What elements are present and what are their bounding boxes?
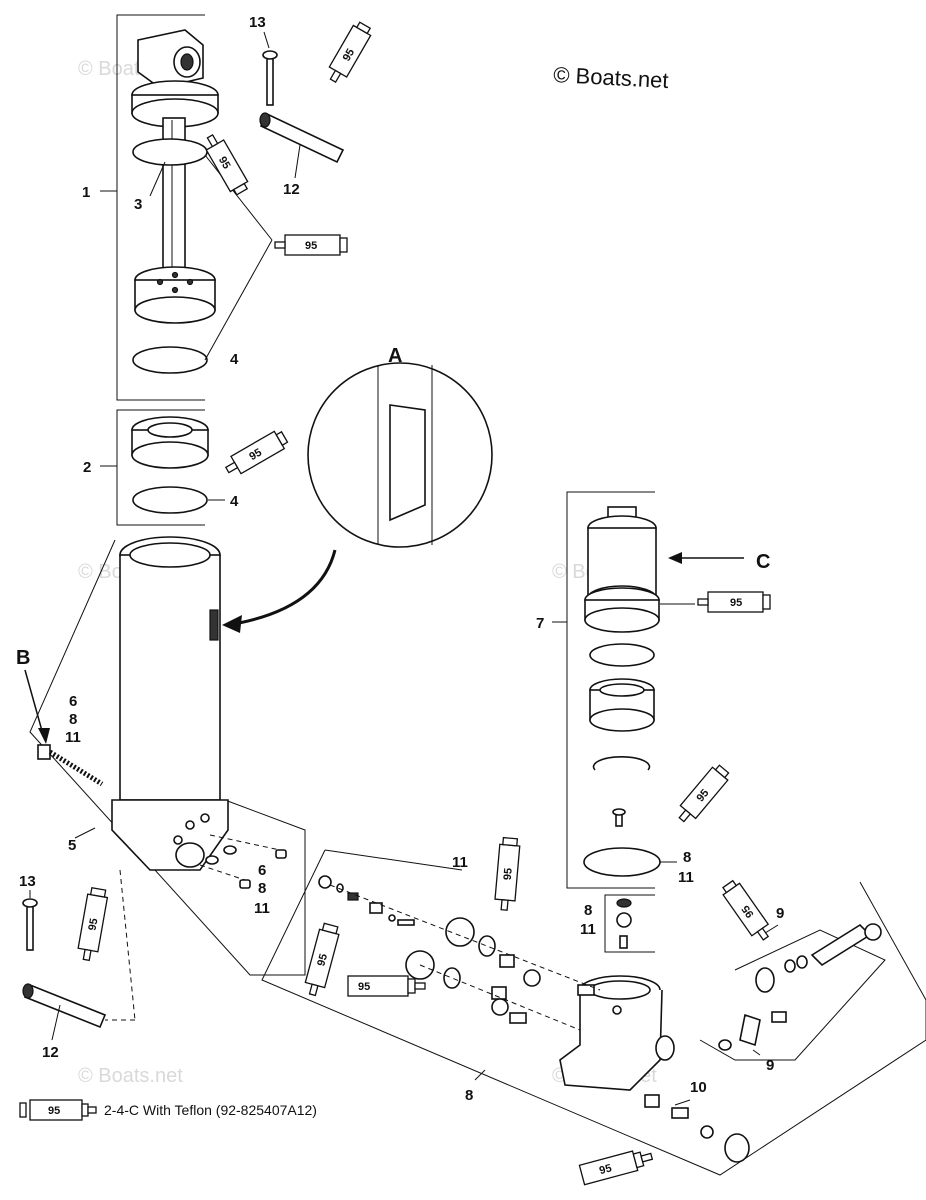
small-parts-6-8-11	[199, 834, 287, 889]
callout-6: 6	[258, 862, 266, 879]
svg-text:95: 95	[247, 447, 264, 464]
svg-text:95: 95	[48, 1105, 60, 1117]
group-8-bracket	[261, 849, 926, 1176]
callout-11: 11	[254, 900, 270, 917]
o-ring-3	[132, 138, 208, 166]
detail-c-arrow	[668, 552, 682, 564]
callout-2: 2	[83, 459, 91, 476]
bolt-b	[37, 744, 104, 787]
trim-rod-assembly	[131, 29, 219, 324]
sealant-tube-7: 95	[494, 836, 521, 911]
sealant-tube-8: 95	[77, 886, 109, 962]
sealant-tube-6: 95	[678, 764, 730, 823]
callout-10: 10	[690, 1079, 707, 1096]
sealant-tube-1: 95	[328, 21, 372, 84]
callout-1: 1	[82, 184, 90, 201]
callout-11: 11	[65, 729, 81, 746]
svg-text:95: 95	[358, 981, 370, 993]
callout-6: 6	[69, 693, 77, 710]
watermark: © Boats.net	[78, 1065, 183, 1087]
group-9-bracket	[699, 929, 886, 1061]
callout-4: 4	[230, 351, 239, 368]
sealant-tube-12: 95	[578, 1150, 654, 1186]
callout-12: 12	[42, 1044, 59, 1061]
o-ring-4	[132, 346, 208, 374]
svg-text:95: 95	[730, 597, 742, 609]
callout-8: 8	[465, 1087, 473, 1104]
callout-11: 11	[580, 921, 596, 938]
sealant-tube-5: 95	[697, 591, 771, 613]
detail-label-a: A	[388, 345, 402, 367]
callout-13: 13	[19, 873, 36, 890]
svg-text:95: 95	[740, 903, 757, 920]
callout-9: 9	[766, 1057, 774, 1074]
svg-text:95: 95	[87, 917, 101, 931]
check-valve-parts	[318, 875, 601, 1031]
sealant-tube-10: 95	[347, 975, 426, 997]
callout-7: 7	[536, 615, 544, 632]
detail-a-arrow	[222, 615, 242, 633]
group-5-bracket	[29, 539, 306, 976]
sealant-tube-4: 95	[224, 430, 289, 475]
piston-2	[131, 416, 209, 469]
callout-8: 8	[683, 849, 691, 866]
legend-text: 2-4-C With Teflon (92-825407A12)	[104, 1102, 317, 1118]
callout-8: 8	[69, 711, 77, 728]
callout-5: 5	[68, 837, 76, 854]
svg-text:95: 95	[305, 240, 317, 252]
sealant-tube-9: 95	[304, 922, 340, 997]
svg-text:95: 95	[502, 867, 515, 880]
detail-label-b: B	[16, 647, 30, 669]
sealant-tube-2: 95	[205, 133, 249, 196]
detail-label-c: C	[756, 551, 770, 573]
sealant-tube-11: 95	[722, 879, 770, 941]
sealant-tube-3: 95	[274, 234, 348, 256]
svg-text:95: 95	[598, 1162, 613, 1177]
group-7-bracket	[566, 491, 655, 889]
callout-8: 8	[584, 902, 592, 919]
svg-text:95: 95	[341, 47, 358, 64]
callout-9: 9	[776, 905, 784, 922]
callout-11: 11	[678, 869, 694, 886]
trim-cylinder-5	[111, 536, 229, 871]
svg-text:95: 95	[315, 953, 330, 968]
valve-assembly-7	[583, 506, 661, 877]
callout-13: 13	[249, 14, 266, 31]
valve-9-parts	[718, 923, 882, 1051]
callout-11: 11	[452, 854, 468, 871]
callout-12: 12	[283, 181, 300, 198]
copyright-label: © Boats.net	[553, 62, 669, 93]
svg-text:95: 95	[216, 155, 233, 172]
callout-8: 8	[258, 880, 266, 897]
group-2-bracket	[116, 409, 205, 526]
callout-4: 4	[230, 493, 239, 510]
pin-12-lower	[22, 898, 107, 1029]
legend-tube: 95	[19, 1099, 97, 1121]
valve-10-parts	[644, 1094, 750, 1163]
group-1-bracket	[116, 14, 205, 401]
group-8-11-bracket	[604, 894, 655, 953]
pin-12-top	[259, 50, 345, 164]
o-ring-4b	[132, 486, 208, 514]
pump-body	[559, 975, 675, 1091]
callout-3: 3	[134, 196, 142, 213]
